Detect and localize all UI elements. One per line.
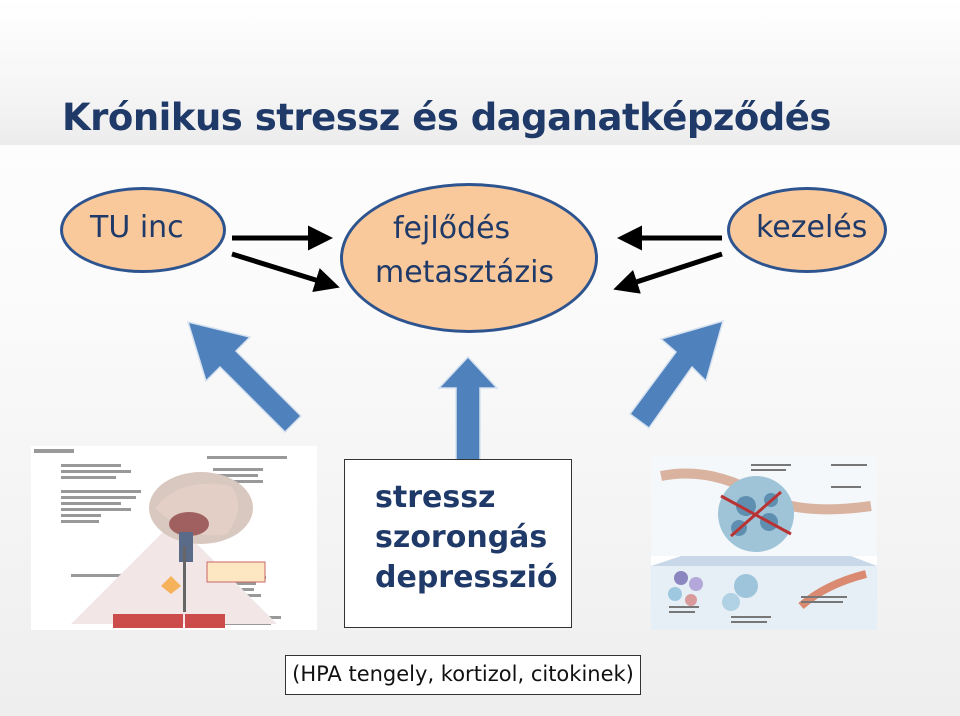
ellipse-kezeles: kezelés: [727, 187, 887, 273]
center-label-2: metasztázis: [375, 255, 555, 290]
stress-line-2: szorongás: [375, 520, 548, 555]
brain-hpa-illustration: [34, 449, 287, 628]
tumor-illustration: [651, 456, 877, 630]
stress-line-1: stressz: [375, 480, 496, 515]
slide-title: Krónikus stressz és daganatképződés: [62, 96, 831, 139]
ellipse-center: fejlődés metasztázis: [340, 183, 598, 333]
arrow-tu-to-center-bottom: [231, 251, 340, 293]
stress-box: stressz szorongás depresszió: [344, 459, 572, 628]
tumor-microenvironment-diagram: [651, 456, 877, 630]
center-label-1: fejlődés: [393, 211, 511, 246]
blue-arrow-left: [186, 320, 303, 434]
ellipse-tu-inc: TU inc: [60, 187, 226, 273]
blue-arrow-right: [628, 319, 725, 430]
title-band: [0, 0, 960, 145]
stress-line-3: depresszió: [375, 560, 558, 595]
blue-arrow-center: [437, 355, 499, 461]
arrow-kezeles-to-center-bottom: [613, 251, 723, 294]
tu-inc-label: TU inc: [90, 210, 184, 245]
brain-hpa-axis-diagram: [31, 446, 317, 630]
hpa-footer-box: (HPA tengely, kortizol, citokinek): [285, 655, 641, 695]
kezeles-label: kezelés: [756, 210, 868, 245]
